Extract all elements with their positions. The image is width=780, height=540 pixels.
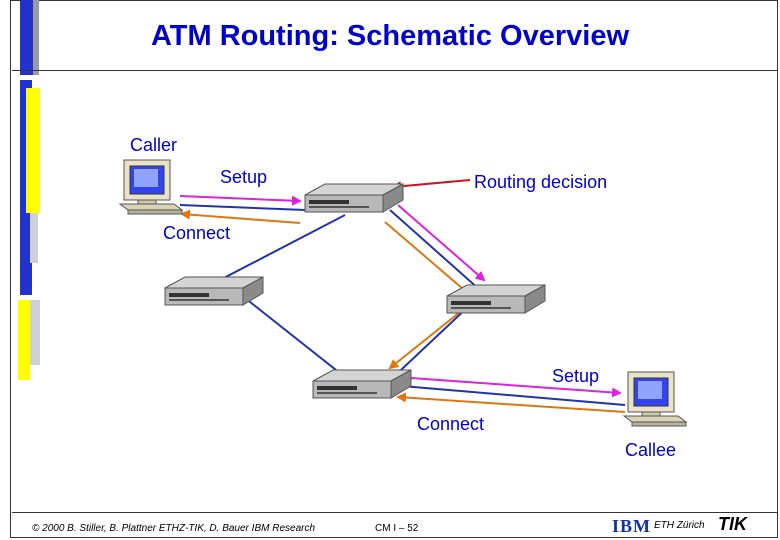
link-switch4-callee: [389, 384, 626, 406]
setup-arrows: [179, 195, 622, 398]
title-divider: [12, 70, 778, 71]
connect-label-bottom: Connect: [417, 414, 485, 434]
setup-arrow-2: [397, 204, 486, 282]
callee-computer-icon: [622, 371, 688, 427]
left-bar-gray: [30, 213, 38, 263]
setup-arrow-3: [396, 376, 622, 398]
atm-switch-icon: [312, 369, 412, 399]
setup-label-bottom: Setup: [552, 366, 600, 386]
atm-switch-icon: [446, 284, 546, 314]
caller-label: Caller: [130, 135, 178, 155]
page-title: ATM Routing: Schematic Overview: [150, 20, 630, 52]
connect-arrows: [180, 209, 626, 413]
tik-logo: TIK: [718, 514, 747, 534]
footer-slide-number: CM I – 52: [375, 523, 419, 534]
left-bar-blue: [20, 0, 33, 75]
routing-decision-label: Routing decision: [474, 172, 608, 192]
network-links: [179, 204, 626, 406]
atm-switch-icon: [304, 183, 404, 213]
connect-arrow-3: [384, 221, 471, 296]
left-bar-yellow: [26, 88, 40, 213]
link-caller-switch1: [179, 204, 306, 211]
atm-switch-icon: [164, 276, 264, 306]
connect-arrow-1: [396, 392, 626, 413]
callee-label: Callee: [625, 440, 677, 460]
connect-label-top: Connect: [163, 223, 231, 243]
slide-frame: [10, 0, 778, 538]
footer-copyright: © 2000 B. Stiller, B. Plattner ETHZ-TIK,…: [32, 523, 316, 534]
left-bar-gray: [33, 0, 39, 75]
link-switch2-switch1: [219, 214, 346, 281]
setup-arrow-1: [179, 195, 302, 206]
setup-label-top: Setup: [220, 167, 268, 187]
connect-arrow-4: [180, 209, 301, 224]
footer-eth: ETH Zürich: [654, 520, 705, 531]
routing-decision-arrow: [391, 179, 471, 192]
left-bar-gray: [30, 300, 40, 365]
caller-computer-icon: [118, 159, 184, 215]
connect-arrow-2: [388, 311, 461, 370]
ibm-logo: IBM: [612, 516, 651, 536]
link-switch1-switch3: [389, 209, 481, 291]
footer-divider: [12, 512, 778, 513]
left-bar-yellow: [18, 300, 30, 380]
